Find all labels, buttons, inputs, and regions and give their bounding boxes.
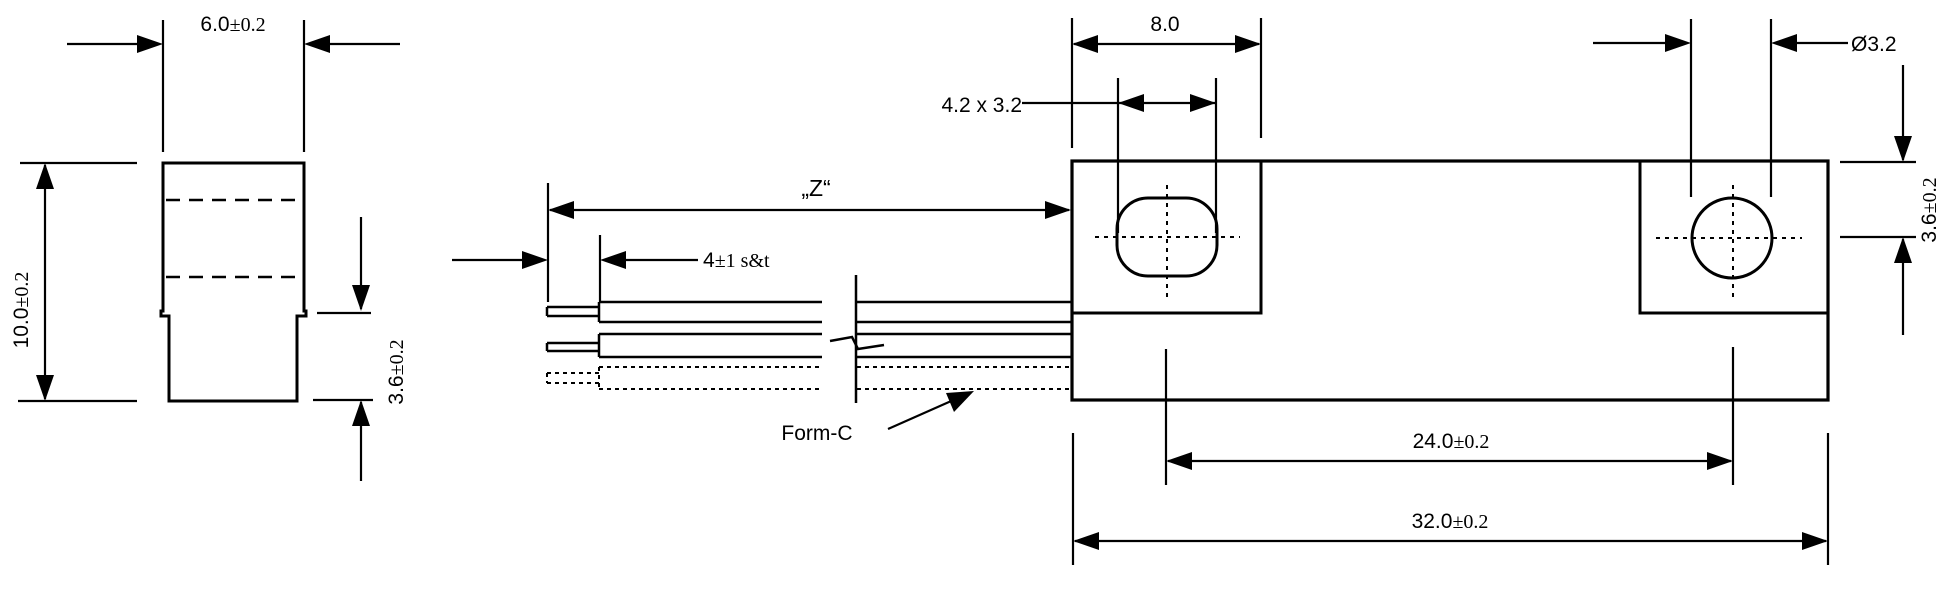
- lead-wires: [545, 275, 1071, 403]
- arrowhead: [304, 35, 330, 53]
- arrowhead: [1894, 136, 1912, 162]
- side-view-outline: [159, 161, 308, 403]
- dim-side-base: [313, 217, 373, 481]
- dim-hole-diameter: [1593, 19, 1848, 197]
- dim-side-height: [18, 161, 137, 403]
- arrowhead: [1166, 452, 1192, 470]
- dim-tinned-label: 4±1 s&t: [703, 249, 770, 272]
- arrowhead: [1045, 201, 1071, 219]
- dim-hole-spacing-label: 24.0±0.2: [1413, 430, 1490, 453]
- dim-side-width: [67, 20, 400, 152]
- dim-side-base-label: 3.6±0.2: [385, 339, 408, 404]
- lead-wire-3-tinned-end: [546, 372, 599, 384]
- arrowhead: [522, 251, 548, 269]
- dim-block-width-label: 8.0: [1150, 13, 1179, 36]
- arrowhead: [1073, 532, 1099, 550]
- form-c-callout: [887, 391, 974, 431]
- arrowhead: [1894, 237, 1912, 263]
- top-view: [1070, 159, 1830, 402]
- arrowhead: [352, 400, 370, 426]
- arrowhead: [1665, 34, 1691, 52]
- arrowhead: [1118, 94, 1144, 112]
- break-zigzag: [829, 335, 885, 351]
- dim-hole-spacing: [1164, 347, 1735, 485]
- side-view: [159, 161, 308, 403]
- dim-lead-length: [546, 183, 1071, 302]
- arrowhead: [1802, 532, 1828, 550]
- arrowhead: [1771, 34, 1797, 52]
- arrowhead: [1072, 35, 1098, 53]
- lead-wire-1: [597, 300, 1071, 324]
- dim-side-height-label: 10.0±0.2: [10, 272, 33, 349]
- arrowhead: [352, 285, 370, 311]
- right-mounting-block: [1638, 161, 1828, 315]
- dim-block-width: [1070, 18, 1263, 148]
- arrowhead: [1190, 94, 1216, 112]
- left-mounting-block: [1072, 161, 1263, 315]
- dim-hole-offset-label: 3.6±0.2: [1918, 177, 1941, 242]
- dim-side-width-label: 6.0±0.2: [200, 13, 265, 36]
- arrowhead: [548, 201, 574, 219]
- dim-overall-length-label: 32.0±0.2: [1412, 510, 1489, 533]
- lead-wire-1-tinned-end: [545, 305, 599, 318]
- dim-slot: [1022, 78, 1218, 233]
- dim-hole-offset: [1840, 65, 1916, 335]
- arrowhead: [1235, 35, 1261, 53]
- dim-slot-label: 4.2 x 3.2: [941, 94, 1022, 117]
- arrowhead: [36, 163, 54, 189]
- arrowhead: [946, 391, 974, 412]
- dim-hole-diameter-label: Ø3.2: [1851, 33, 1897, 56]
- lead-wire-3-hidden: [598, 366, 1071, 390]
- arrowhead: [137, 35, 163, 53]
- arrowhead: [600, 251, 626, 269]
- dim-tinned-length: [452, 235, 698, 303]
- lead-wire-2: [597, 332, 1071, 359]
- dim-lead-length-label: „Z“: [801, 175, 830, 201]
- form-c-label: Form-C: [781, 422, 852, 445]
- form-c-leader: [887, 396, 959, 431]
- centerlines: [1095, 185, 1802, 297]
- lead-wire-2-tinned-end: [545, 341, 599, 353]
- dim-overall-length: [1071, 433, 1830, 565]
- body-outline: [1070, 159, 1830, 402]
- arrowhead: [36, 375, 54, 401]
- arrowhead: [1707, 452, 1733, 470]
